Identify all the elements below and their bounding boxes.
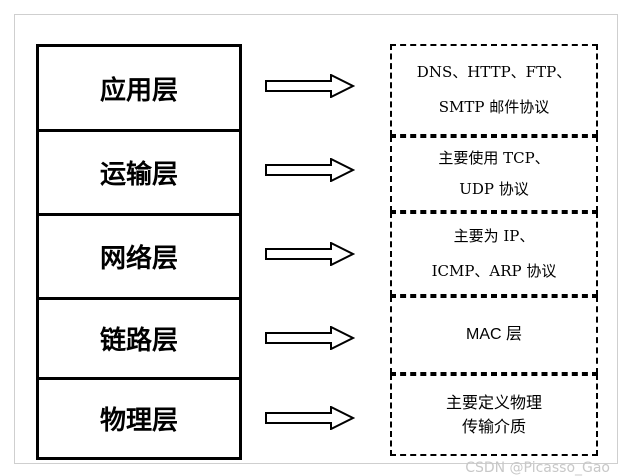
- layer-network: 网络层: [39, 213, 239, 297]
- layer-stack: 应用层 运输层 网络层 链路层 物理层: [36, 44, 242, 460]
- arrow-right-icon: [265, 326, 355, 350]
- desc-line: ICMP、ARP 协议: [431, 262, 557, 280]
- watermark: CSDN @Picasso_Gao: [465, 460, 610, 476]
- desc-line: MAC 层: [465, 326, 522, 343]
- desc-physical: 主要定义物理 传输介质: [390, 374, 598, 456]
- desc-line: 主要定义物理: [445, 393, 542, 412]
- desc-line: 传输介质: [461, 417, 526, 436]
- desc-line: 主要为 IP、: [453, 227, 535, 245]
- desc-application: DNS、HTTP、FTP、 SMTP 邮件协议: [390, 44, 598, 136]
- layer-link: 链路层: [39, 297, 239, 377]
- desc-line: 主要使用 TCP、: [438, 149, 550, 167]
- desc-network: 主要为 IP、 ICMP、ARP 协议: [390, 212, 598, 296]
- arrow-right-icon: [265, 158, 355, 182]
- arrow-right-icon: [265, 242, 355, 266]
- desc-transport: 主要使用 TCP、 UDP 协议: [390, 136, 598, 212]
- desc-line: DNS、HTTP、FTP、: [416, 63, 572, 81]
- layer-application: 应用层: [99, 75, 178, 106]
- layer-physical: 物理层: [39, 377, 239, 457]
- diagram-frame: [14, 14, 618, 464]
- arrow-right-icon: [265, 406, 355, 430]
- layer-transport: 运输层: [39, 129, 239, 213]
- desc-line: SMTP 邮件协议: [438, 98, 550, 116]
- desc-line: UDP 协议: [459, 180, 529, 198]
- arrow-right-icon: [265, 74, 355, 98]
- desc-link: MAC 层: [390, 296, 598, 374]
